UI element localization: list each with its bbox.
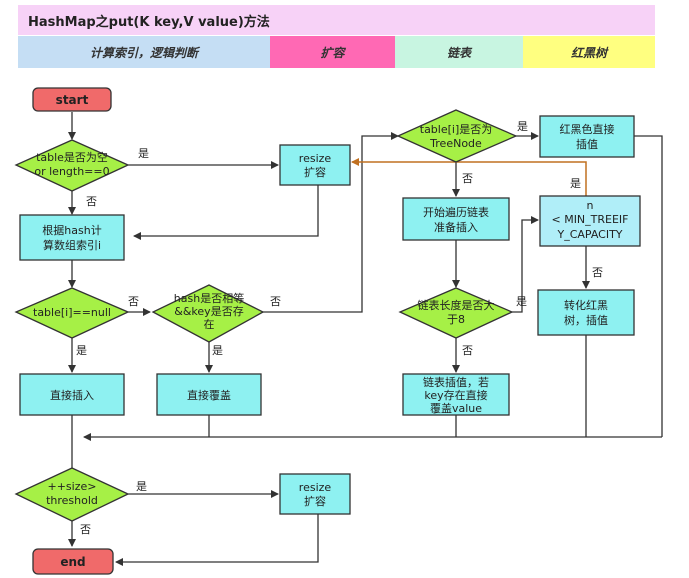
empty-check-diamond: table是否为空 or length==0 [14, 139, 130, 192]
legend-resize-label: 扩容 [320, 45, 345, 60]
label-yes-null: 是 [76, 344, 87, 357]
legend-linkedlist: 链表 [395, 36, 523, 68]
null-check-diamond: table[i]==null [14, 287, 130, 339]
size-check-diamond: ++size> threshold [14, 467, 130, 522]
legend-linkedlist-label: 链表 [446, 45, 471, 60]
end-node: end [32, 548, 114, 575]
page-title: HashMap之put(K key,V value)方法 [28, 15, 270, 30]
label-no-size: 否 [80, 523, 91, 536]
treeify-cond-text-3: Y_CAPACITY [556, 228, 622, 241]
label-no-key: 否 [270, 295, 281, 308]
key-exists-text-1: hash是否相等 [174, 291, 244, 305]
key-exists-text-3: 在 [204, 318, 215, 331]
edges [68, 112, 663, 566]
size-check-text-2: threshold [46, 494, 98, 507]
insert-direct-box: 直接插入 [19, 373, 125, 416]
label-yes-treenode: 是 [517, 120, 528, 133]
insert-direct-text: 直接插入 [50, 388, 94, 402]
legend-rbtree: 红黑树 [523, 36, 655, 68]
resize-2-text-2: 扩容 [304, 494, 326, 508]
key-exists-text-2: &&key是否存 [174, 304, 243, 318]
key-exists-diamond: hash是否相等 &&key是否存 在 [151, 284, 265, 343]
calc-index-text-2: 算数组索引i [43, 238, 101, 252]
treenode-check-diamond: table[i]是否为 TreeNode [396, 109, 518, 163]
treeify-cond-box: n < MIN_TREEIF Y_CAPACITY [539, 195, 641, 247]
resize-1-text-1: resize [299, 152, 332, 165]
start-node: start [32, 87, 112, 112]
label-yes-empty: 是 [138, 147, 149, 160]
traverse-text-2: 准备插入 [434, 220, 478, 234]
legend-rbtree-label: 红黑树 [570, 45, 607, 60]
label-no-empty: 否 [86, 195, 97, 208]
label-no-treeify: 否 [592, 266, 603, 279]
resize-box-2: resize 扩容 [279, 473, 351, 515]
rb-insert-text-2: 插值 [576, 137, 598, 151]
label-no-listlen: 否 [462, 344, 473, 357]
empty-check-text-1: table是否为空 [36, 150, 108, 164]
list-length-check-diamond: 链表长度是否大 于8 [398, 287, 514, 339]
treenode-check-text-1: table[i]是否为 [420, 123, 493, 136]
to-rbtree-text-2: 树，插值 [564, 313, 608, 327]
to-rbtree-box: 转化红黑 树，插值 [537, 289, 635, 336]
overwrite-box: 直接覆盖 [156, 373, 262, 416]
legend-resize: 扩容 [270, 36, 395, 68]
traverse-box: 开始遍历链表 准备插入 [402, 197, 510, 241]
label-no-treenode: 否 [462, 172, 473, 185]
size-check-text-1: ++size> [48, 480, 97, 493]
label-yes-listlen: 是 [516, 295, 527, 308]
legend-compute: 计算索引，逻辑判断 [18, 36, 270, 68]
title-bar: HashMap之put(K key,V value)方法 [18, 5, 655, 35]
legend-compute-label: 计算索引，逻辑判断 [89, 45, 198, 60]
edge-treeify-resize [351, 158, 587, 196]
list-insert-text-2: key存在直接 [424, 388, 487, 402]
treeify-cond-text-2: < MIN_TREEIF [551, 213, 628, 226]
label-yes-size: 是 [136, 480, 147, 493]
null-check-text: table[i]==null [33, 306, 111, 319]
rb-insert-box: 红黑色直接 插值 [539, 115, 635, 158]
calc-index-box: 根据hash计 算数组索引i [19, 214, 125, 261]
rb-insert-text-1: 红黑色直接 [560, 122, 615, 136]
label-yes-key: 是 [212, 344, 223, 357]
list-insert-text-3: 覆盖value [430, 401, 482, 415]
treeify-cond-text-1: n [587, 199, 594, 212]
label-no-null: 否 [128, 295, 139, 308]
list-length-text-2: 于8 [447, 313, 465, 326]
overwrite-text: 直接覆盖 [187, 388, 231, 402]
start-node-text: start [56, 93, 89, 107]
list-insert-box: 链表插值，若 key存在直接 覆盖value [402, 373, 510, 416]
calc-index-text-1: 根据hash计 [42, 223, 101, 237]
list-insert-text-1: 链表插值，若 [423, 375, 489, 389]
resize-1-text-2: 扩容 [304, 165, 326, 179]
end-node-text: end [60, 555, 85, 569]
list-length-text-1: 链表长度是否大 [418, 298, 495, 312]
to-rbtree-text-1: 转化红黑 [564, 298, 608, 312]
treenode-check-text-2: TreeNode [429, 137, 482, 150]
resize-2-text-1: resize [299, 481, 332, 494]
label-yes-treeify: 是 [570, 177, 581, 190]
empty-check-text-2: or length==0 [34, 165, 109, 178]
traverse-text-1: 开始遍历链表 [423, 205, 489, 219]
resize-box-1: resize 扩容 [279, 144, 351, 186]
